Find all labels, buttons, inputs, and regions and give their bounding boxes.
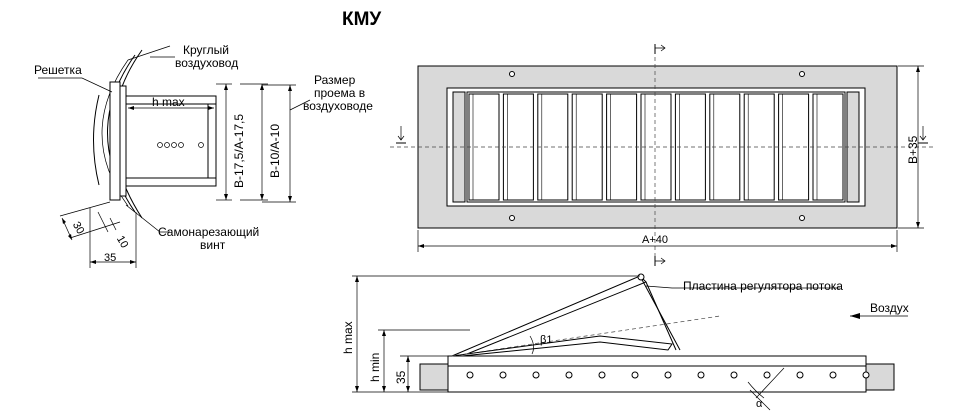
dim-35: 35: [104, 252, 117, 264]
side-bolt: [862, 371, 870, 379]
label-grille: Решетка: [34, 63, 82, 77]
grille-section: [93, 81, 127, 201]
side-bolt: [532, 371, 540, 379]
side-bolt: [730, 371, 738, 379]
side-bolt: [829, 371, 837, 379]
side-bolt: [763, 371, 771, 379]
side-bolt: [664, 371, 672, 379]
dim-beta1: β1: [540, 334, 553, 346]
dim-h-min: h min: [368, 352, 382, 382]
side-bolt: [796, 371, 804, 379]
side-bolt: [466, 371, 474, 379]
label-flow-plate: Пластина регулятора потока: [683, 279, 843, 293]
damper-body: [125, 95, 217, 187]
label-screw-1: Самонарезающий: [158, 225, 260, 239]
dim-b-a-17-5: B-17,5/A-17,5: [232, 113, 246, 188]
dim-h-max: h max: [152, 95, 185, 109]
side-bolt: [499, 371, 507, 379]
dim-a-plus-40: A+40: [642, 234, 668, 246]
side-bolt: [631, 371, 639, 379]
label-round-duct-2: воздуховод: [175, 56, 239, 70]
dim-h-max-side: h max: [341, 321, 355, 354]
label-round-duct-1: Круглый: [183, 43, 229, 57]
side-bolt: [565, 371, 573, 379]
drawing-title: КМУ: [342, 9, 382, 30]
dim-b-plus-35: B+35: [906, 135, 920, 164]
side-bolt: [697, 371, 705, 379]
side-bolt: [598, 371, 606, 379]
dim-alpha: α: [756, 398, 763, 410]
label-opening-3: воздуховоде: [303, 99, 373, 113]
label-screw-2: винт: [200, 238, 226, 252]
label-opening-1: Размер: [314, 73, 356, 87]
dim-35-side: 35: [394, 370, 408, 384]
dim-b-a-10: B-10/A-10: [268, 123, 282, 178]
grille-front-view: [390, 50, 935, 262]
label-air: Воздух: [870, 301, 909, 315]
label-opening-2: проема в: [314, 86, 366, 100]
grille-side-view: [419, 273, 895, 411]
